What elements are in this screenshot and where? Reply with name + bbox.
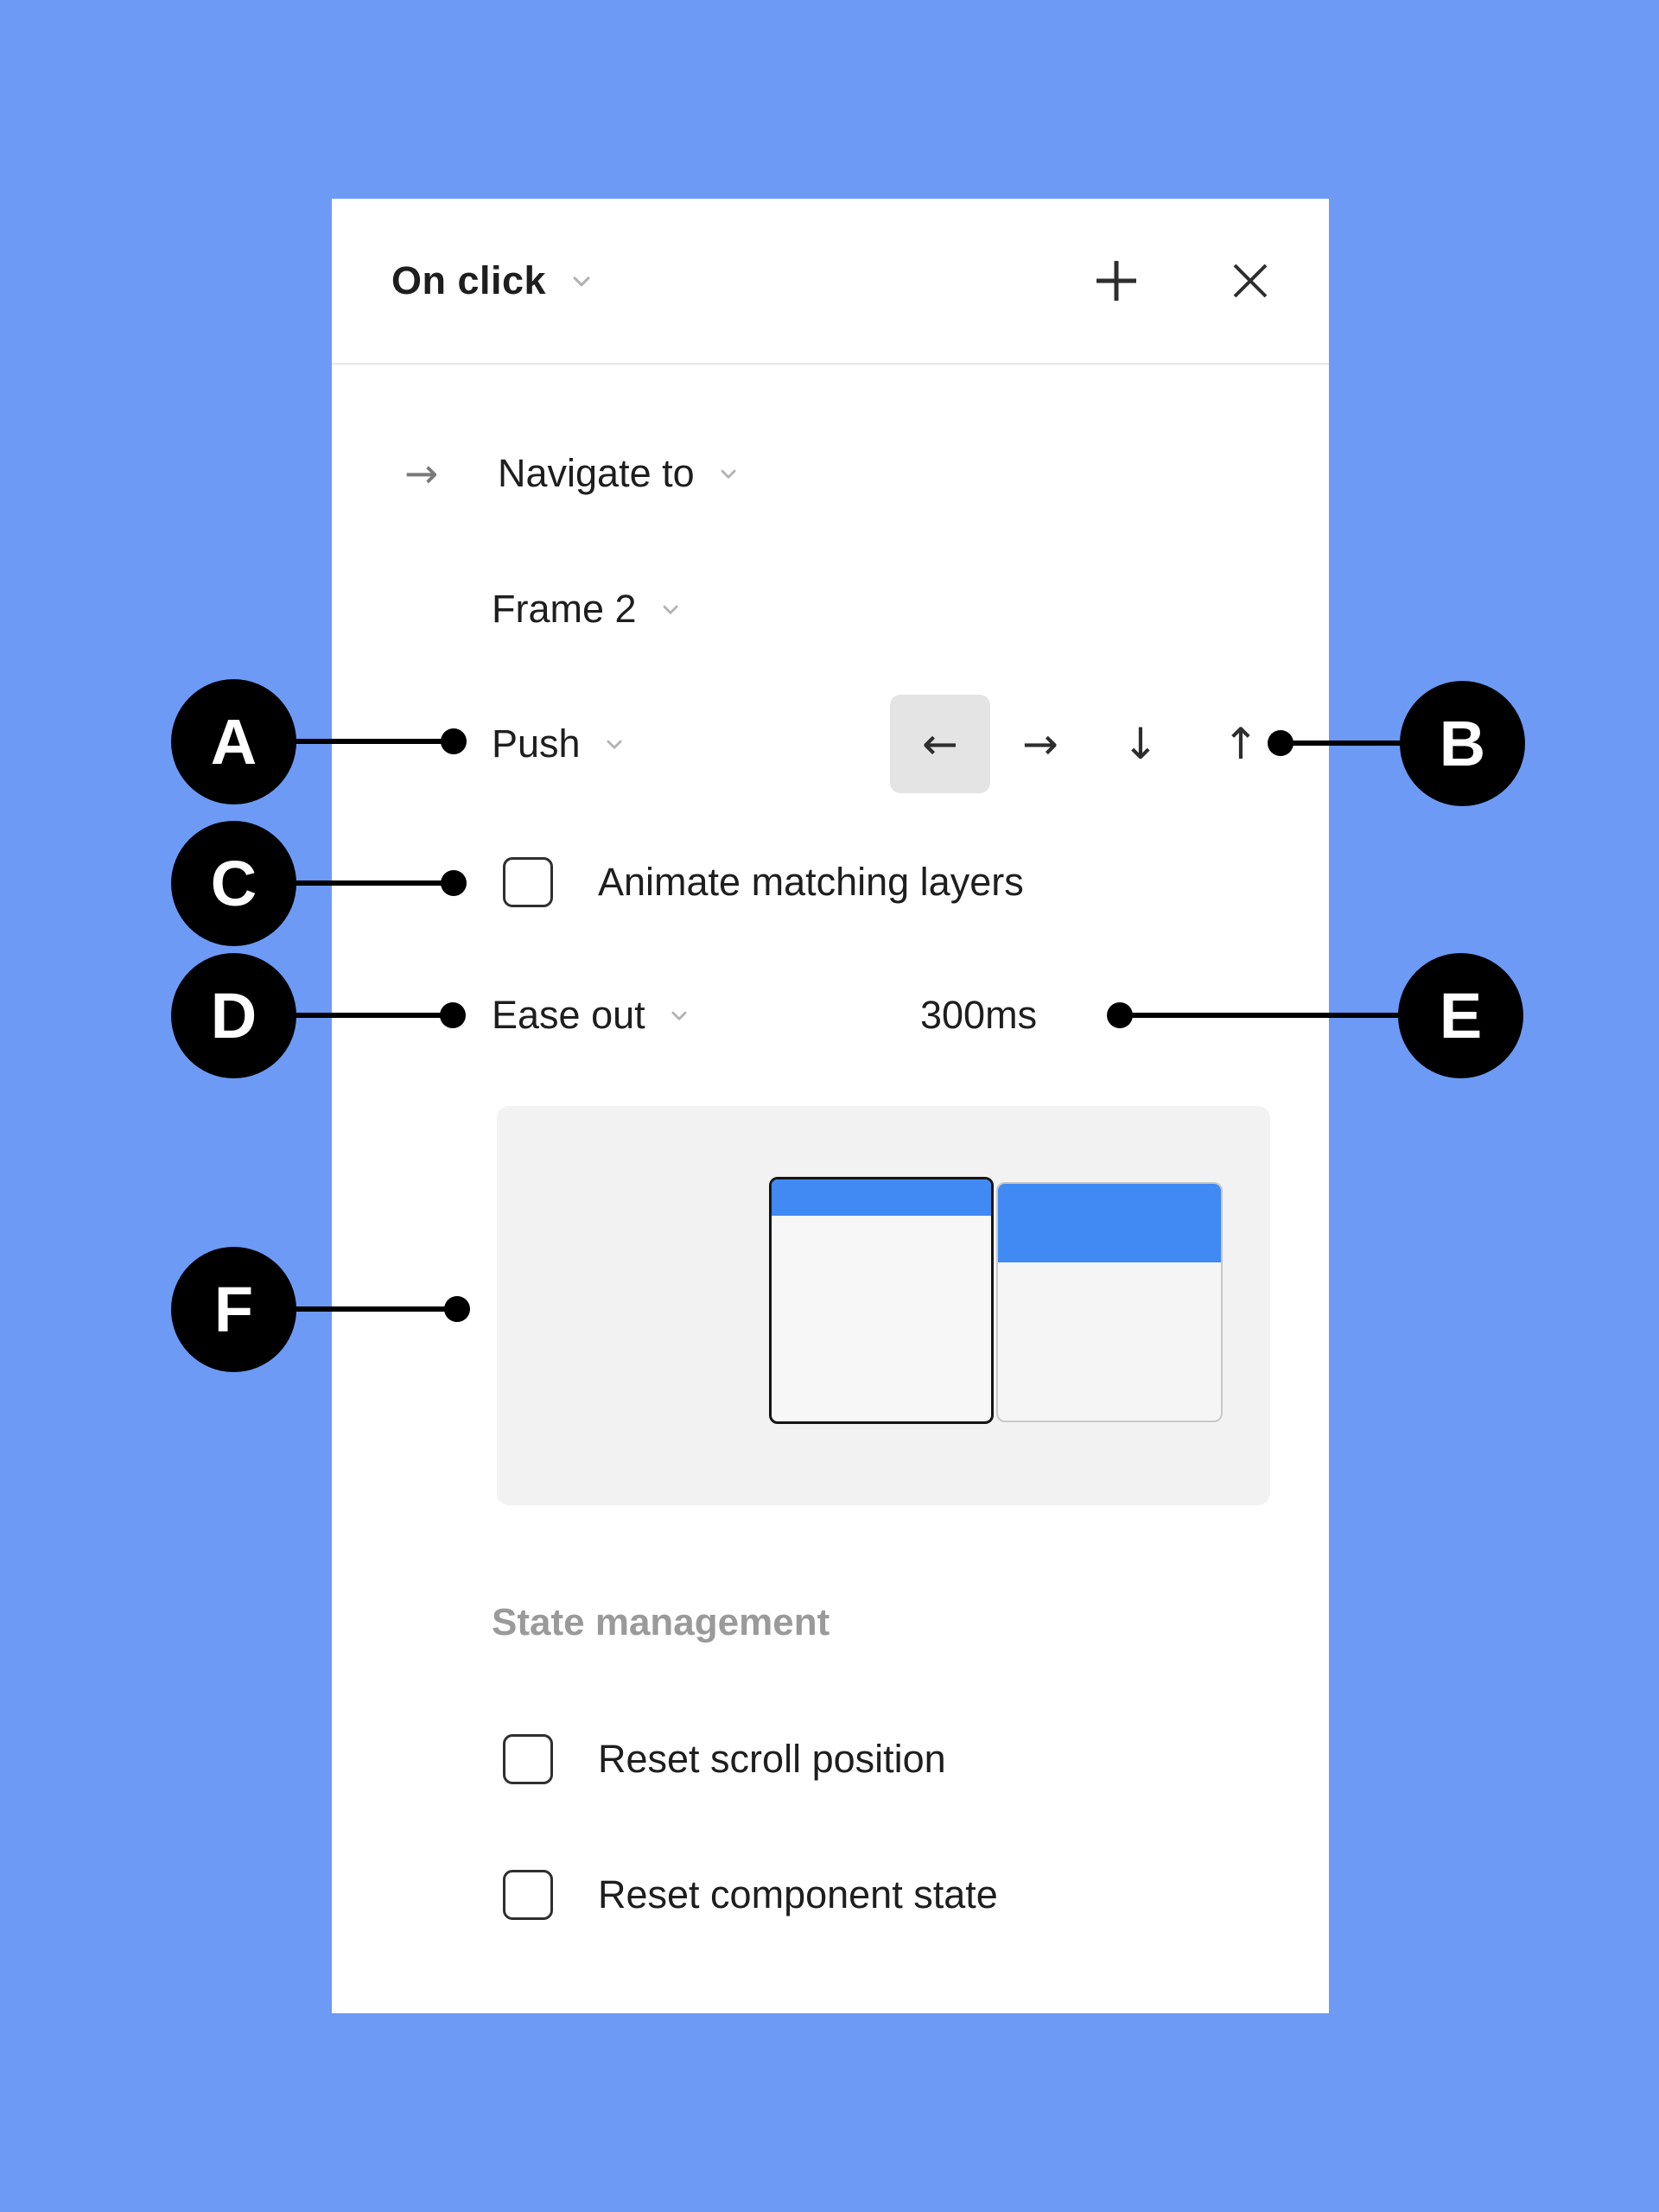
interaction-settings-panel: On click → Navigate to Frame 2 xyxy=(332,199,1329,2013)
destination-row: Frame 2 xyxy=(332,557,1329,661)
reset-component-state-label: Reset component state xyxy=(598,1872,998,1916)
destination-label: Frame 2 xyxy=(492,587,637,631)
annotation-marker-c: C xyxy=(171,821,296,946)
direction-toggle-group: ← → ↓ ↑ xyxy=(890,695,1291,793)
chevron-down-icon xyxy=(573,276,590,287)
preview-frame-header xyxy=(772,1179,991,1216)
destination-dropdown[interactable]: Frame 2 xyxy=(492,587,685,632)
chevron-down-icon xyxy=(721,469,736,479)
direction-left-button[interactable]: ← xyxy=(890,695,990,793)
arrow-up-icon: ↑ xyxy=(1223,719,1259,769)
annotation-marker-b: B xyxy=(1400,681,1525,806)
annotation-line-a xyxy=(233,739,454,744)
preview-frame-header xyxy=(998,1184,1221,1262)
annotation-letter: B xyxy=(1439,708,1486,779)
reset-component-state-row: Reset component state xyxy=(332,1843,1329,1947)
annotation-line-e xyxy=(1120,1013,1434,1018)
annotation-line-f xyxy=(233,1306,457,1312)
annotation-letter: A xyxy=(210,706,257,778)
close-button[interactable] xyxy=(1228,258,1273,303)
arrow-right-icon: → xyxy=(1022,719,1058,769)
direction-right-button[interactable]: → xyxy=(990,695,1090,793)
annotation-letter: D xyxy=(210,980,257,1052)
action-label: Navigate to xyxy=(498,451,695,495)
state-management-section: State management xyxy=(332,1571,1329,1675)
add-interaction-button[interactable] xyxy=(1091,256,1141,306)
annotation-marker-a: A xyxy=(171,679,296,804)
reset-scroll-position-label: Reset scroll position xyxy=(598,1737,946,1781)
annotation-dot-e xyxy=(1107,1002,1133,1028)
annotation-dot-b xyxy=(1268,730,1294,756)
action-dropdown[interactable]: Navigate to xyxy=(498,451,743,496)
close-icon xyxy=(1233,264,1268,298)
reset-component-state-checkbox[interactable] xyxy=(503,1870,553,1920)
direction-down-button[interactable]: ↓ xyxy=(1090,695,1191,793)
direction-up-button[interactable]: ↑ xyxy=(1191,695,1291,793)
animation-row: Push xyxy=(332,692,1329,796)
annotation-letter: F xyxy=(213,1274,254,1345)
annotation-letter: C xyxy=(210,848,257,919)
annotation-letter: E xyxy=(1439,980,1483,1052)
arrow-down-icon: ↓ xyxy=(1122,719,1159,769)
easing-label: Ease out xyxy=(492,993,645,1037)
annotation-dot-d xyxy=(440,1002,466,1028)
easing-row: Ease out 300ms xyxy=(332,963,1329,1067)
reset-scroll-position-row: Reset scroll position xyxy=(332,1707,1329,1811)
header-divider xyxy=(332,363,1329,365)
annotation-dot-a xyxy=(441,728,467,754)
chevron-down-icon xyxy=(671,1011,687,1020)
chevron-down-icon xyxy=(607,740,622,749)
annotation-marker-d: D xyxy=(171,953,296,1078)
annotation-dot-f xyxy=(444,1296,470,1322)
animation-type-label: Push xyxy=(492,721,581,766)
annotation-marker-e: E xyxy=(1398,953,1523,1078)
animation-type-dropdown[interactable]: Push xyxy=(492,721,629,766)
annotation-line-c xyxy=(233,880,454,886)
animate-matching-layers-row: Animate matching layers xyxy=(332,830,1329,934)
plus-icon xyxy=(1096,261,1136,301)
annotation-line-b xyxy=(1281,741,1434,746)
panel-title: On click xyxy=(391,258,547,302)
annotation-line-d xyxy=(233,1013,453,1018)
trigger-dropdown[interactable]: On click xyxy=(391,258,598,303)
preview-frame-outgoing xyxy=(769,1177,994,1424)
animate-matching-layers-label: Animate matching layers xyxy=(598,860,1024,904)
chevron-down-icon xyxy=(663,605,678,614)
easing-dropdown[interactable]: Ease out xyxy=(492,993,694,1038)
arrow-left-icon: ← xyxy=(922,719,958,769)
duration-field[interactable]: 300ms xyxy=(920,993,1038,1037)
annotation-dot-c xyxy=(441,870,467,896)
action-row: → Navigate to xyxy=(332,422,1329,525)
preview-frame-incoming xyxy=(996,1182,1223,1422)
reset-scroll-position-checkbox[interactable] xyxy=(503,1734,553,1784)
state-management-heading: State management xyxy=(492,1601,830,1643)
annotation-marker-f: F xyxy=(171,1247,296,1372)
navigate-arrow-icon: → xyxy=(404,449,439,498)
animation-preview[interactable] xyxy=(497,1106,1270,1505)
animate-matching-layers-checkbox[interactable] xyxy=(503,857,553,907)
panel-header: On click xyxy=(332,199,1329,363)
